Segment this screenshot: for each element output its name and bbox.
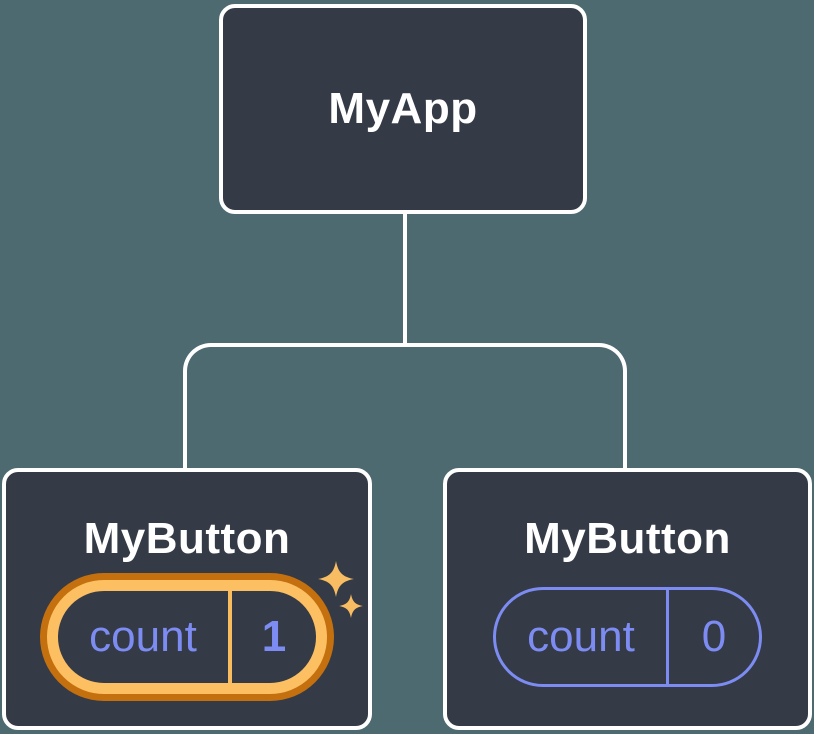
state-pill-highlighted: count 1 bbox=[47, 579, 327, 694]
node-mybutton-2: MyButton count 0 bbox=[443, 468, 812, 730]
pill-divider bbox=[228, 590, 232, 683]
pill-divider bbox=[666, 589, 669, 684]
node-myapp-label: MyApp bbox=[328, 83, 478, 133]
state-name: count bbox=[527, 611, 635, 661]
node-mybutton-1: MyButton count 1 bbox=[2, 468, 372, 730]
connector-branch-bracket bbox=[183, 343, 627, 468]
node-myapp: MyApp bbox=[219, 4, 587, 214]
node-mybutton-1-label: MyButton bbox=[83, 514, 291, 563]
sparkle-icon bbox=[339, 594, 363, 618]
connector-root-stem bbox=[403, 214, 407, 345]
state-pill: count 0 bbox=[493, 586, 762, 687]
state-value: 0 bbox=[701, 611, 727, 661]
state-value: 1 bbox=[261, 611, 287, 661]
sparkle-icon bbox=[318, 561, 354, 597]
state-name: count bbox=[89, 611, 197, 661]
node-mybutton-2-label: MyButton bbox=[524, 514, 731, 563]
